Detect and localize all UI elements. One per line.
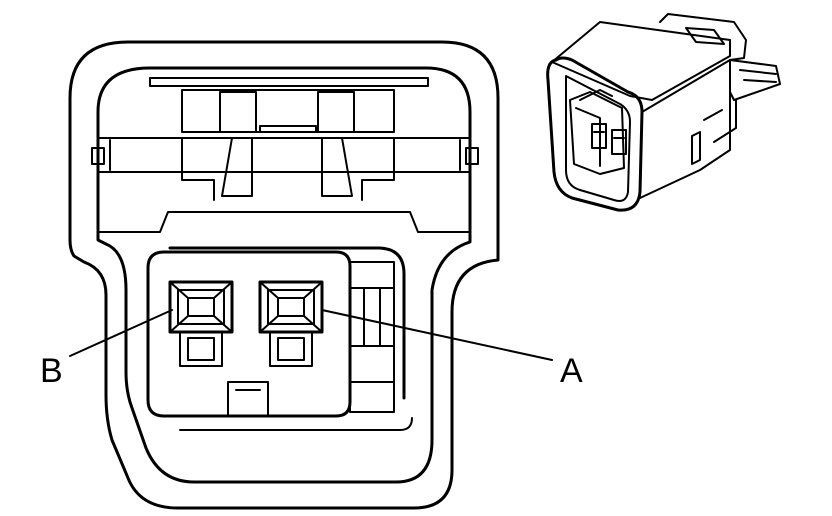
terminal-insert xyxy=(146,246,413,431)
connector-isometric-view xyxy=(546,13,781,212)
latch-assembly xyxy=(91,77,479,233)
cavity-left xyxy=(168,280,234,367)
inner-shell xyxy=(96,66,472,484)
connector-face-view xyxy=(68,40,500,510)
callout-b-leader xyxy=(69,309,173,357)
callout-b: B xyxy=(40,309,173,390)
outer-shell xyxy=(68,40,500,510)
callout-a-leader xyxy=(321,309,553,361)
callout-b-label: B xyxy=(40,352,63,390)
cavity-right xyxy=(258,280,324,367)
callout-a-label: A xyxy=(560,352,583,390)
callout-a: A xyxy=(321,309,583,390)
